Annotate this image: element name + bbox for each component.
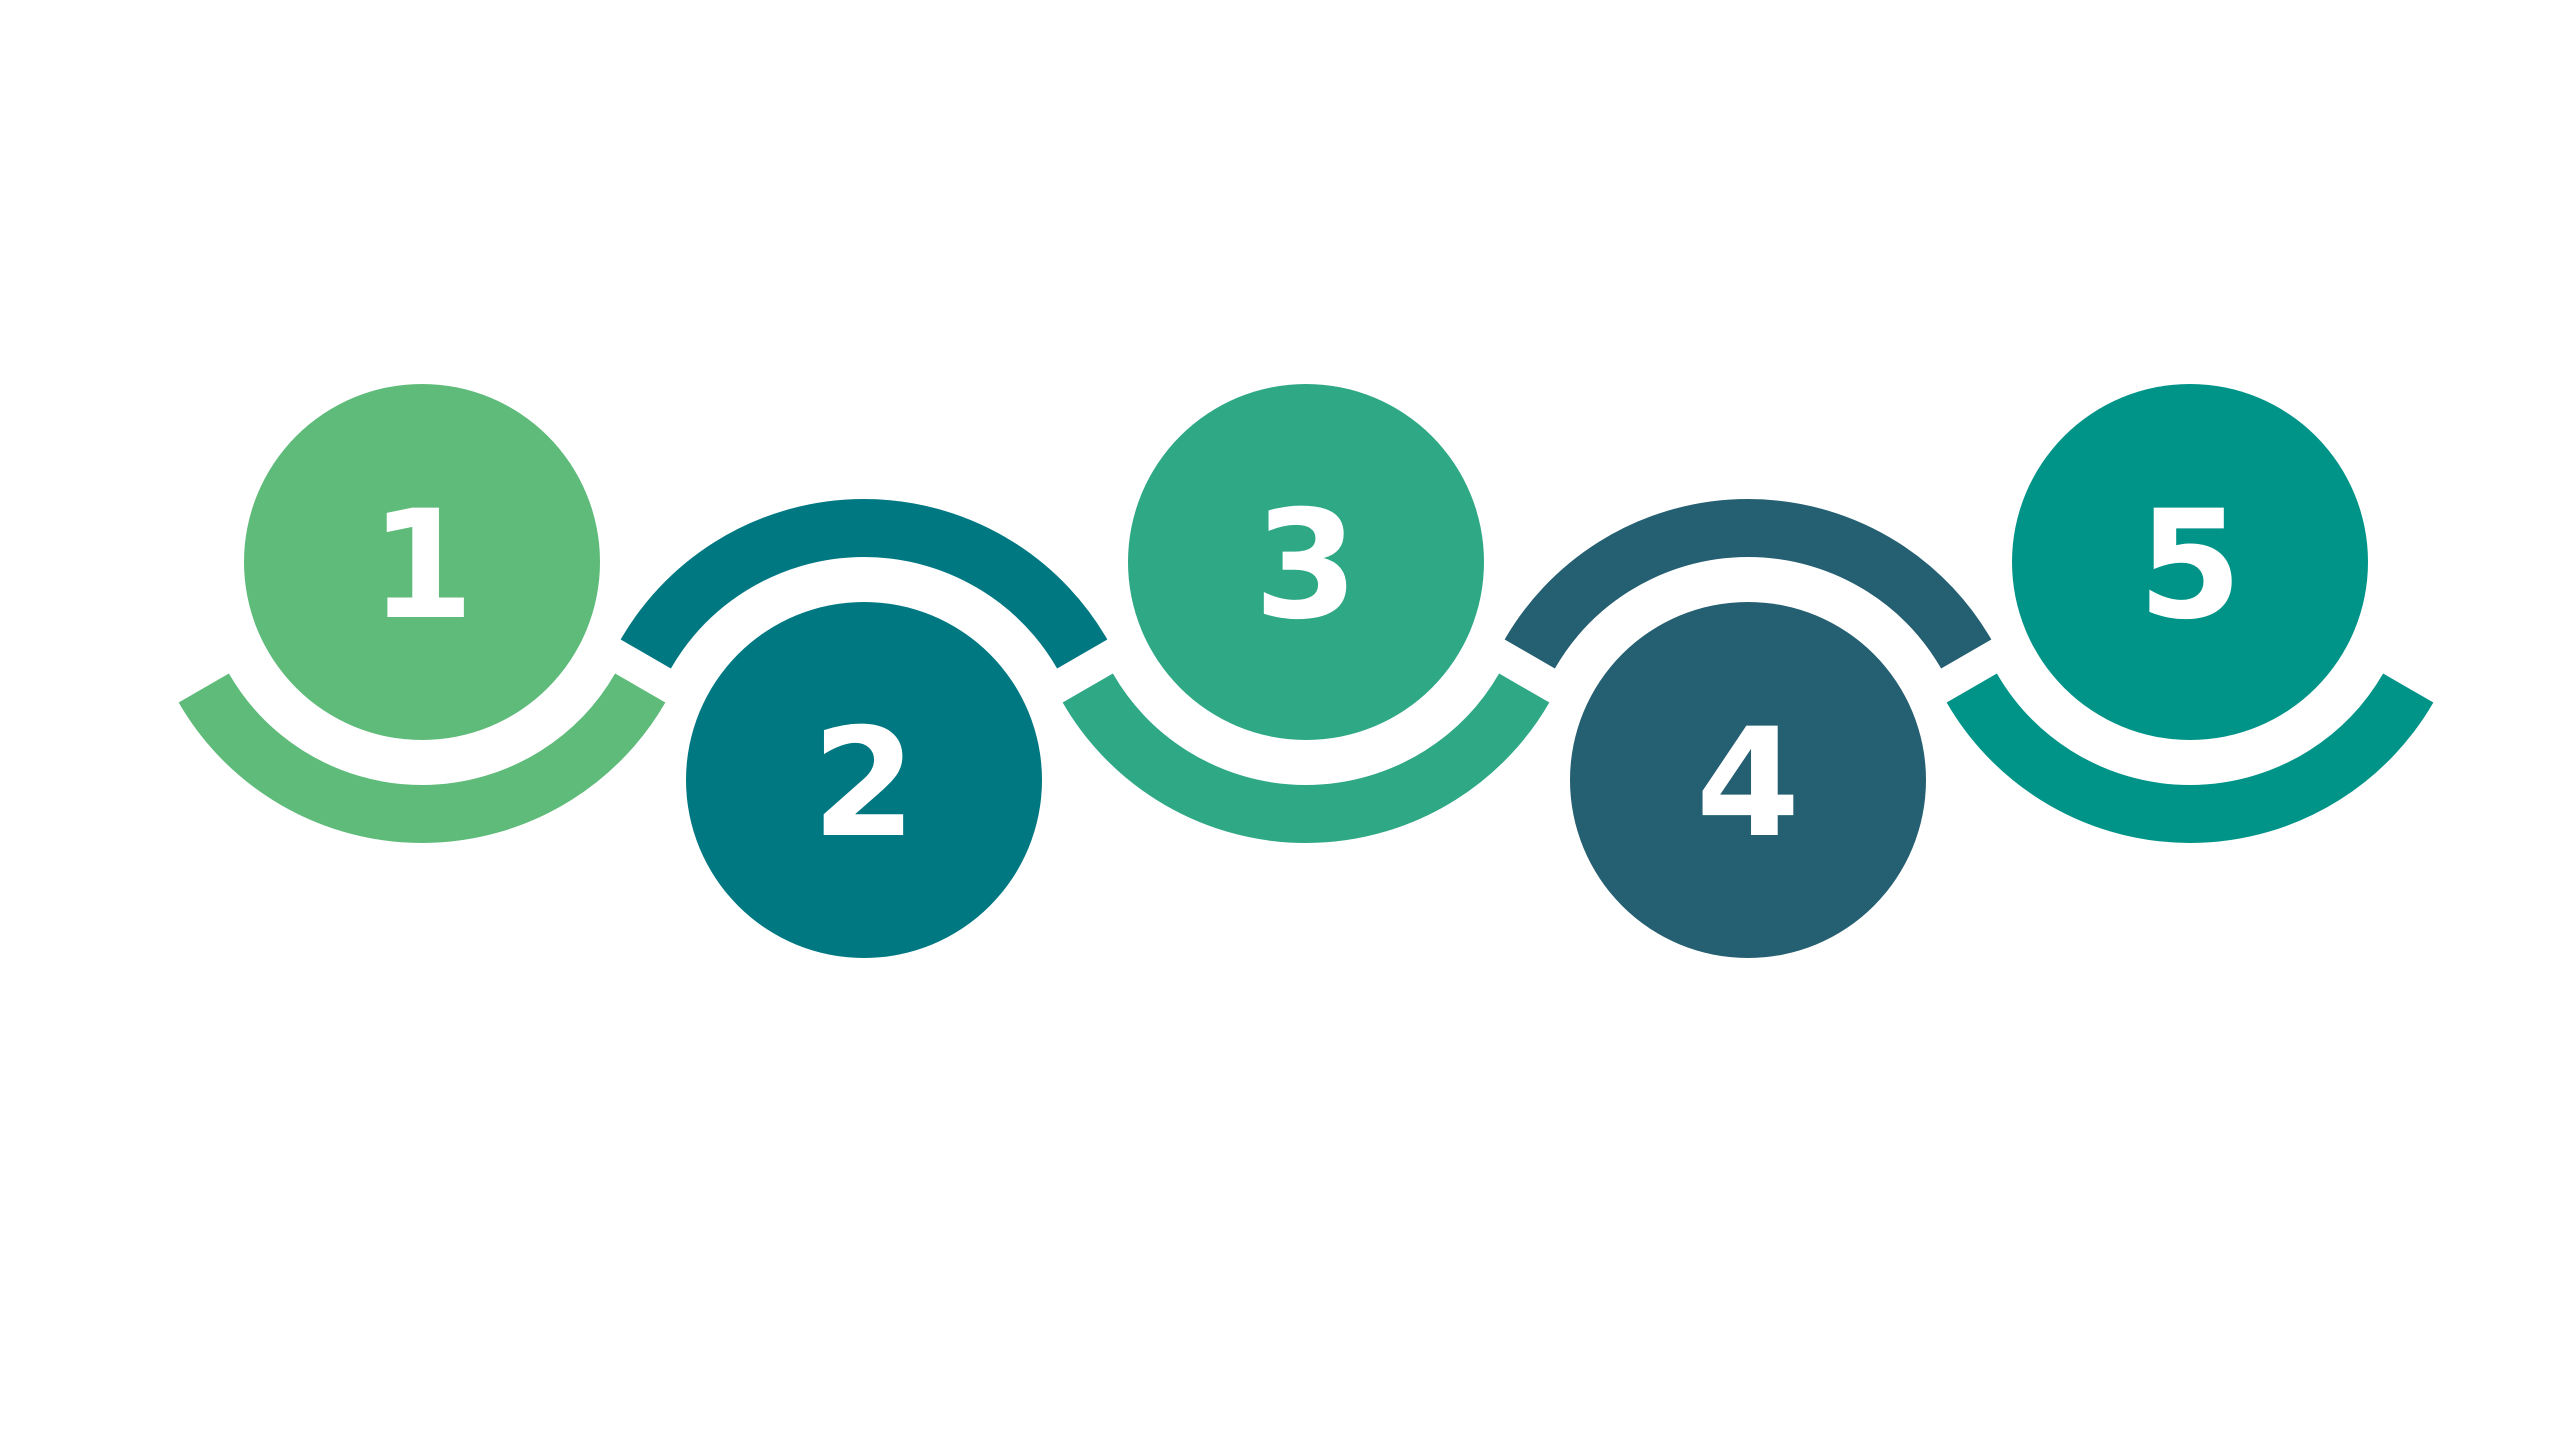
- step-3-arc: [1062, 673, 1550, 843]
- step-5-arc: [1946, 673, 2434, 843]
- step-1-arc: [178, 673, 666, 843]
- step-2-circle: [686, 602, 1042, 958]
- step-2-arc: [620, 499, 1108, 669]
- step-2-number: 2: [812, 697, 916, 871]
- step-4-number: 4: [1696, 697, 1800, 871]
- step-4-circle: [1570, 602, 1926, 958]
- step-3-circle: [1128, 384, 1484, 740]
- step-1-circle: [244, 384, 600, 740]
- step-3-number: 3: [1254, 479, 1358, 653]
- step-5-circle: [2012, 384, 2368, 740]
- step-4-arc: [1504, 499, 1992, 669]
- step-5-number: 5: [2138, 479, 2242, 653]
- step-1-number: 1: [370, 479, 474, 653]
